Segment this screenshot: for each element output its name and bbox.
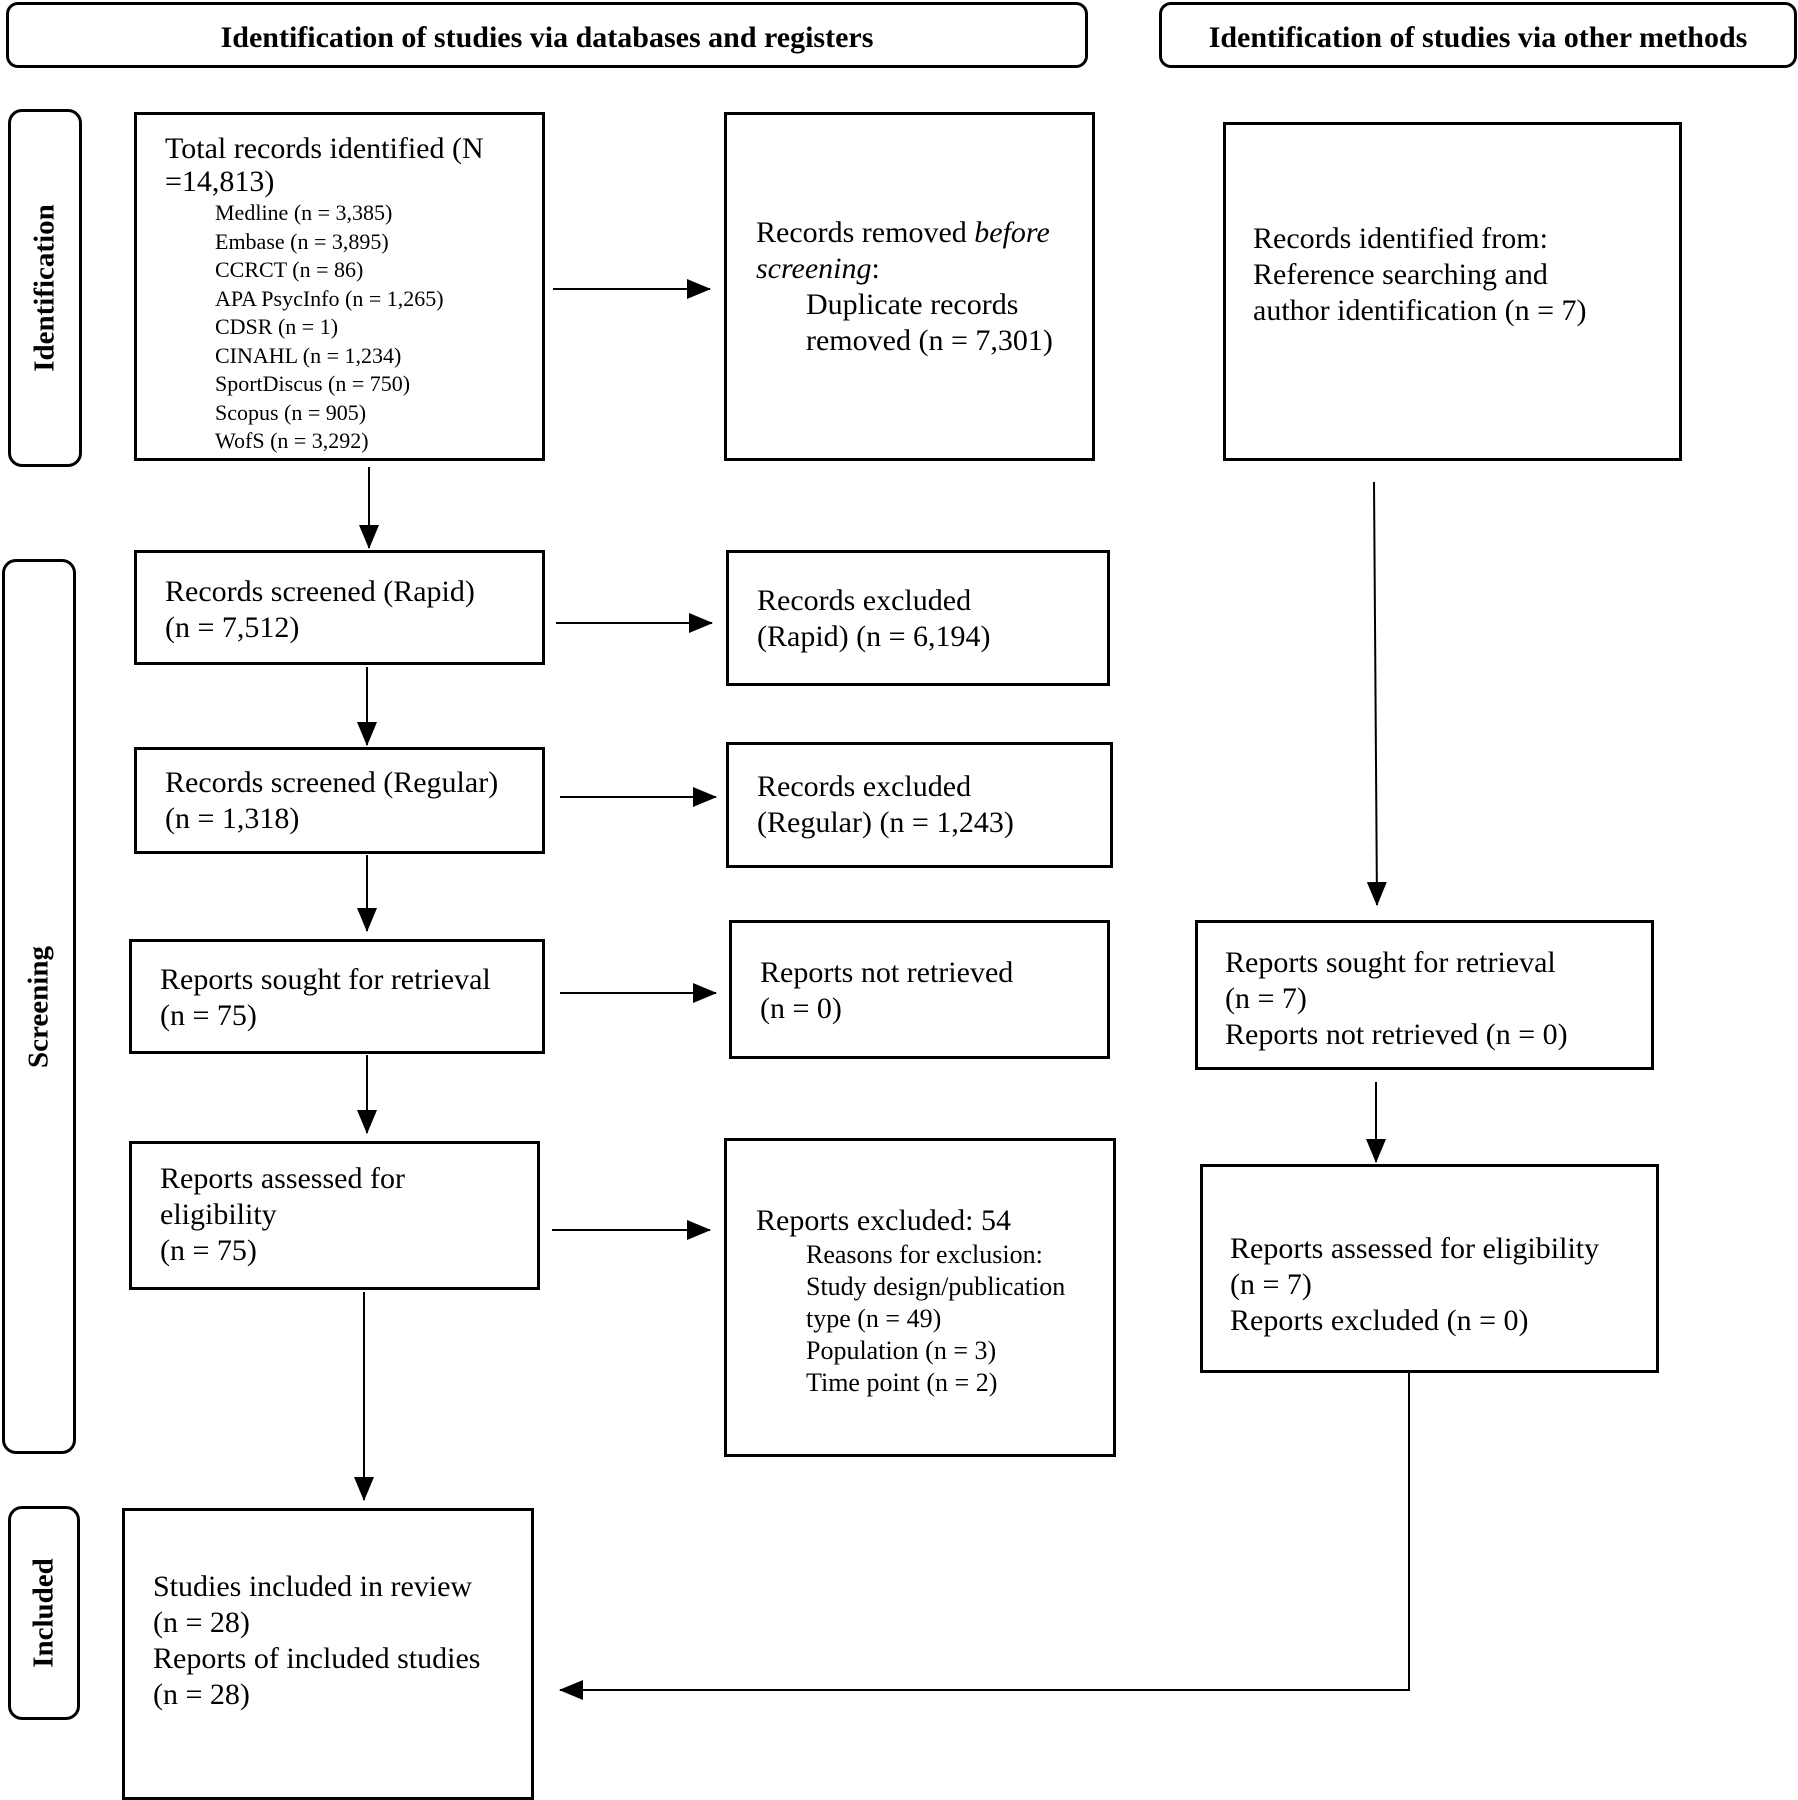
included-line2: (n = 28) — [153, 1606, 250, 1639]
phase-identification: Identification — [8, 109, 82, 467]
removed-line3: Duplicate records — [806, 288, 1019, 321]
other-identified-box: Records identified from: Reference searc… — [1223, 122, 1682, 461]
excluded-regular-line1: Records excluded — [757, 770, 972, 803]
source-apa-psycinfo: APA PsycInfo (n = 1,265) — [215, 285, 444, 311]
excluded-regular-box: Records excluded (Regular) (n = 1,243) — [726, 742, 1113, 868]
other-assessed-line3: Reports excluded (n = 0) — [1230, 1304, 1529, 1337]
included-line4: (n = 28) — [153, 1678, 250, 1711]
screened-regular-box: Records screened (Regular) (n = 1,318) — [134, 747, 545, 854]
exclusion-reason-time-point: Time point (n = 2) — [806, 1368, 998, 1397]
total-records-line2: =14,813) — [165, 165, 275, 198]
other-assessed-box: Reports assessed for eligibility (n = 7)… — [1200, 1164, 1659, 1373]
arrow-to-other-sought — [1366, 481, 1387, 906]
other-assessed-line2: (n = 7) — [1230, 1268, 1312, 1301]
screened-rapid-line1: Records screened (Rapid) — [165, 575, 475, 608]
header-databases: Identification of studies via databases … — [6, 2, 1088, 68]
sought-box: Reports sought for retrieval (n = 75) — [129, 939, 545, 1054]
not-retrieved-box: Reports not retrieved (n = 0) — [729, 920, 1110, 1059]
removed-line2: screening: — [756, 252, 880, 285]
header-other-text: Identification of studies via other meth… — [1208, 21, 1748, 54]
removed-line4: removed (n = 7,301) — [806, 324, 1053, 357]
header-other-methods: Identification of studies via other meth… — [1159, 2, 1797, 68]
assessed-line1: Reports assessed for — [160, 1162, 405, 1195]
screened-regular-line1: Records screened (Regular) — [165, 766, 499, 799]
exclusion-reasons-heading: Reasons for exclusion: — [806, 1240, 1043, 1269]
reports-excluded-line1: Reports excluded: 54 — [756, 1204, 1011, 1237]
source-cdsr: CDSR (n = 1) — [215, 314, 339, 339]
exclusion-reason-design: Study design/publication — [806, 1272, 1066, 1301]
other-identified-line3: author identification (n = 7) — [1253, 294, 1587, 327]
source-medline: Medline (n = 3,385) — [215, 200, 393, 225]
phase-included-label: Included — [27, 1558, 60, 1668]
total-records-box: Total records identified (N =14,813) Med… — [134, 112, 545, 461]
source-sportdiscus: SportDiscus (n = 750) — [215, 371, 411, 396]
other-sought-line3: Reports not retrieved (n = 0) — [1225, 1018, 1568, 1051]
excluded-regular-line2: (Regular) (n = 1,243) — [757, 806, 1014, 839]
included-box: Studies included in review (n = 28) Repo… — [122, 1508, 534, 1800]
source-cinahl: CINAHL (n = 1,234) — [215, 342, 402, 368]
records-removed-box: Records removed before screening: Duplic… — [724, 112, 1095, 461]
removed-line1: Records removed before — [756, 216, 1050, 249]
source-scopus: Scopus (n = 905) — [215, 399, 367, 425]
screened-regular-line2: (n = 1,318) — [165, 802, 300, 835]
sought-line1: Reports sought for retrieval — [160, 963, 491, 996]
exclusion-reason-design-count: type (n = 49) — [806, 1304, 942, 1333]
reports-excluded-box: Reports excluded: 54 Reasons for exclusi… — [724, 1138, 1116, 1457]
assessed-box: Reports assessed for eligibility (n = 75… — [129, 1141, 540, 1290]
phase-identification-label: Identification — [28, 204, 61, 372]
source-wofs: WofS (n = 3,292) — [215, 428, 369, 453]
source-embase: Embase (n = 3,895) — [215, 228, 389, 254]
sought-line2: (n = 75) — [160, 999, 257, 1032]
excluded-rapid-line2: (Rapid) (n = 6,194) — [757, 620, 991, 653]
other-sought-line1: Reports sought for retrieval — [1225, 946, 1556, 979]
assessed-line2: eligibility — [160, 1198, 277, 1231]
other-identified-line1: Records identified from: — [1253, 222, 1548, 255]
other-identified-line2: Reference searching and — [1253, 258, 1548, 291]
screened-rapid-line2: (n = 7,512) — [165, 611, 300, 644]
assessed-line3: (n = 75) — [160, 1234, 257, 1267]
header-databases-text: Identification of studies via databases … — [220, 21, 874, 54]
other-assessed-line1: Reports assessed for eligibility — [1230, 1232, 1600, 1265]
excluded-rapid-line1: Records excluded — [757, 584, 972, 617]
not-retrieved-line1: Reports not retrieved — [760, 956, 1014, 989]
other-sought-line2: (n = 7) — [1225, 982, 1307, 1015]
included-line1: Studies included in review — [153, 1570, 473, 1603]
not-retrieved-line2: (n = 0) — [760, 992, 842, 1025]
exclusion-reason-population: Population (n = 3) — [806, 1336, 997, 1365]
source-ccrct: CCRCT (n = 86) — [215, 257, 364, 282]
total-records-line1: Total records identified (N — [165, 132, 484, 165]
other-sought-box: Reports sought for retrieval (n = 7) Rep… — [1195, 920, 1654, 1070]
excluded-rapid-box: Records excluded (Rapid) (n = 6,194) — [726, 550, 1110, 686]
phase-screening: Screening — [2, 559, 76, 1454]
phase-screening-label: Screening — [22, 945, 55, 1068]
included-line3: Reports of included studies — [153, 1642, 481, 1675]
screened-rapid-box: Records screened (Rapid) (n = 7,512) — [134, 550, 545, 665]
phase-included: Included — [8, 1506, 80, 1720]
